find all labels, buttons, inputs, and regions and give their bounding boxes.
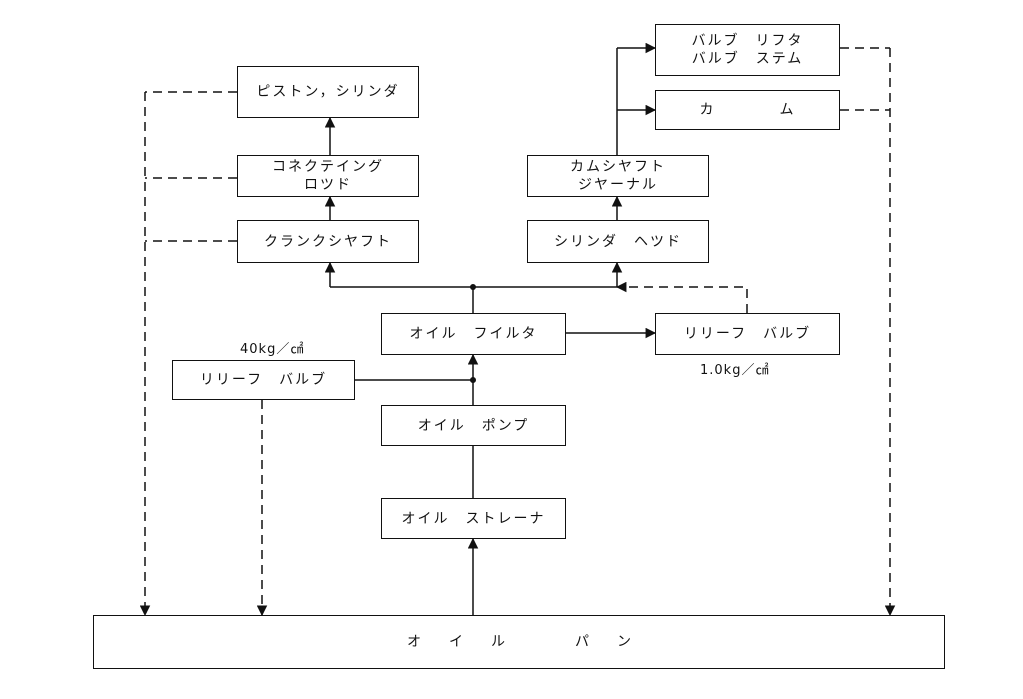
- cam-box: カ ム: [655, 90, 840, 130]
- relief-valve-left-box: リリーフ バルブ: [172, 360, 355, 400]
- valve-stem-label: バルブ ステム: [691, 51, 804, 67]
- piston-cylinder-label: ピストン，シリンダ: [256, 84, 400, 100]
- oil-filter-box: オイル フイルタ: [381, 313, 566, 355]
- crankshaft-box: クランクシヤフト: [237, 220, 419, 263]
- left-relief-pressure-label: 40kg／㎠: [240, 342, 305, 357]
- camshaft-label-line1: カムシヤフト: [570, 159, 666, 175]
- oil-strainer-label: オイル ストレーナ: [401, 510, 546, 527]
- oil-pan-box: オ イ ル パ ン: [93, 615, 945, 669]
- right-relief-pressure-label: 1.0kg／㎠: [700, 363, 770, 378]
- cam-label: カ ム: [699, 102, 796, 118]
- oil-filter-label: オイル フイルタ: [409, 326, 538, 342]
- relief-valve-right-box: リリーフ バルブ: [655, 313, 840, 355]
- connecting-rod-label-line2: ロツド: [304, 177, 352, 193]
- junction-dot-pump: [470, 377, 476, 383]
- piston-cylinder-box: ピストン，シリンダ: [237, 66, 419, 118]
- oil-pump-label: オイル ポンプ: [417, 417, 530, 434]
- return-right-relief-bypass: [615, 281, 748, 313]
- cylinder-head-box: シリンダ ヘツド: [527, 220, 709, 263]
- junction-dot-gallery: [470, 284, 476, 290]
- oil-pan-label: オ イ ル パ ン: [407, 634, 631, 650]
- valve-lifter-stem-box: バルブ リフタ バルブ ステム: [655, 24, 840, 76]
- oil-strainer-box: オイル ストレーナ: [381, 498, 566, 539]
- valve-lifter-label: バルブ リフタ: [691, 33, 804, 49]
- relief-valve-right-label: リリーフ バルブ: [683, 326, 812, 342]
- connecting-rod-label-line1: コネクテイング: [272, 159, 384, 175]
- camshaft-journal-box: カムシヤフト ジヤーナル: [527, 155, 709, 197]
- connecting-rod-box: コネクテイング ロツド: [237, 155, 419, 197]
- camshaft-label-line2: ジヤーナル: [578, 177, 658, 193]
- relief-valve-left-label: リリーフ バルブ: [199, 372, 328, 388]
- cylinder-head-label: シリンダ ヘツド: [554, 233, 682, 250]
- crankshaft-label: クランクシヤフト: [264, 233, 392, 250]
- oil-pump-box: オイル ポンプ: [381, 405, 566, 446]
